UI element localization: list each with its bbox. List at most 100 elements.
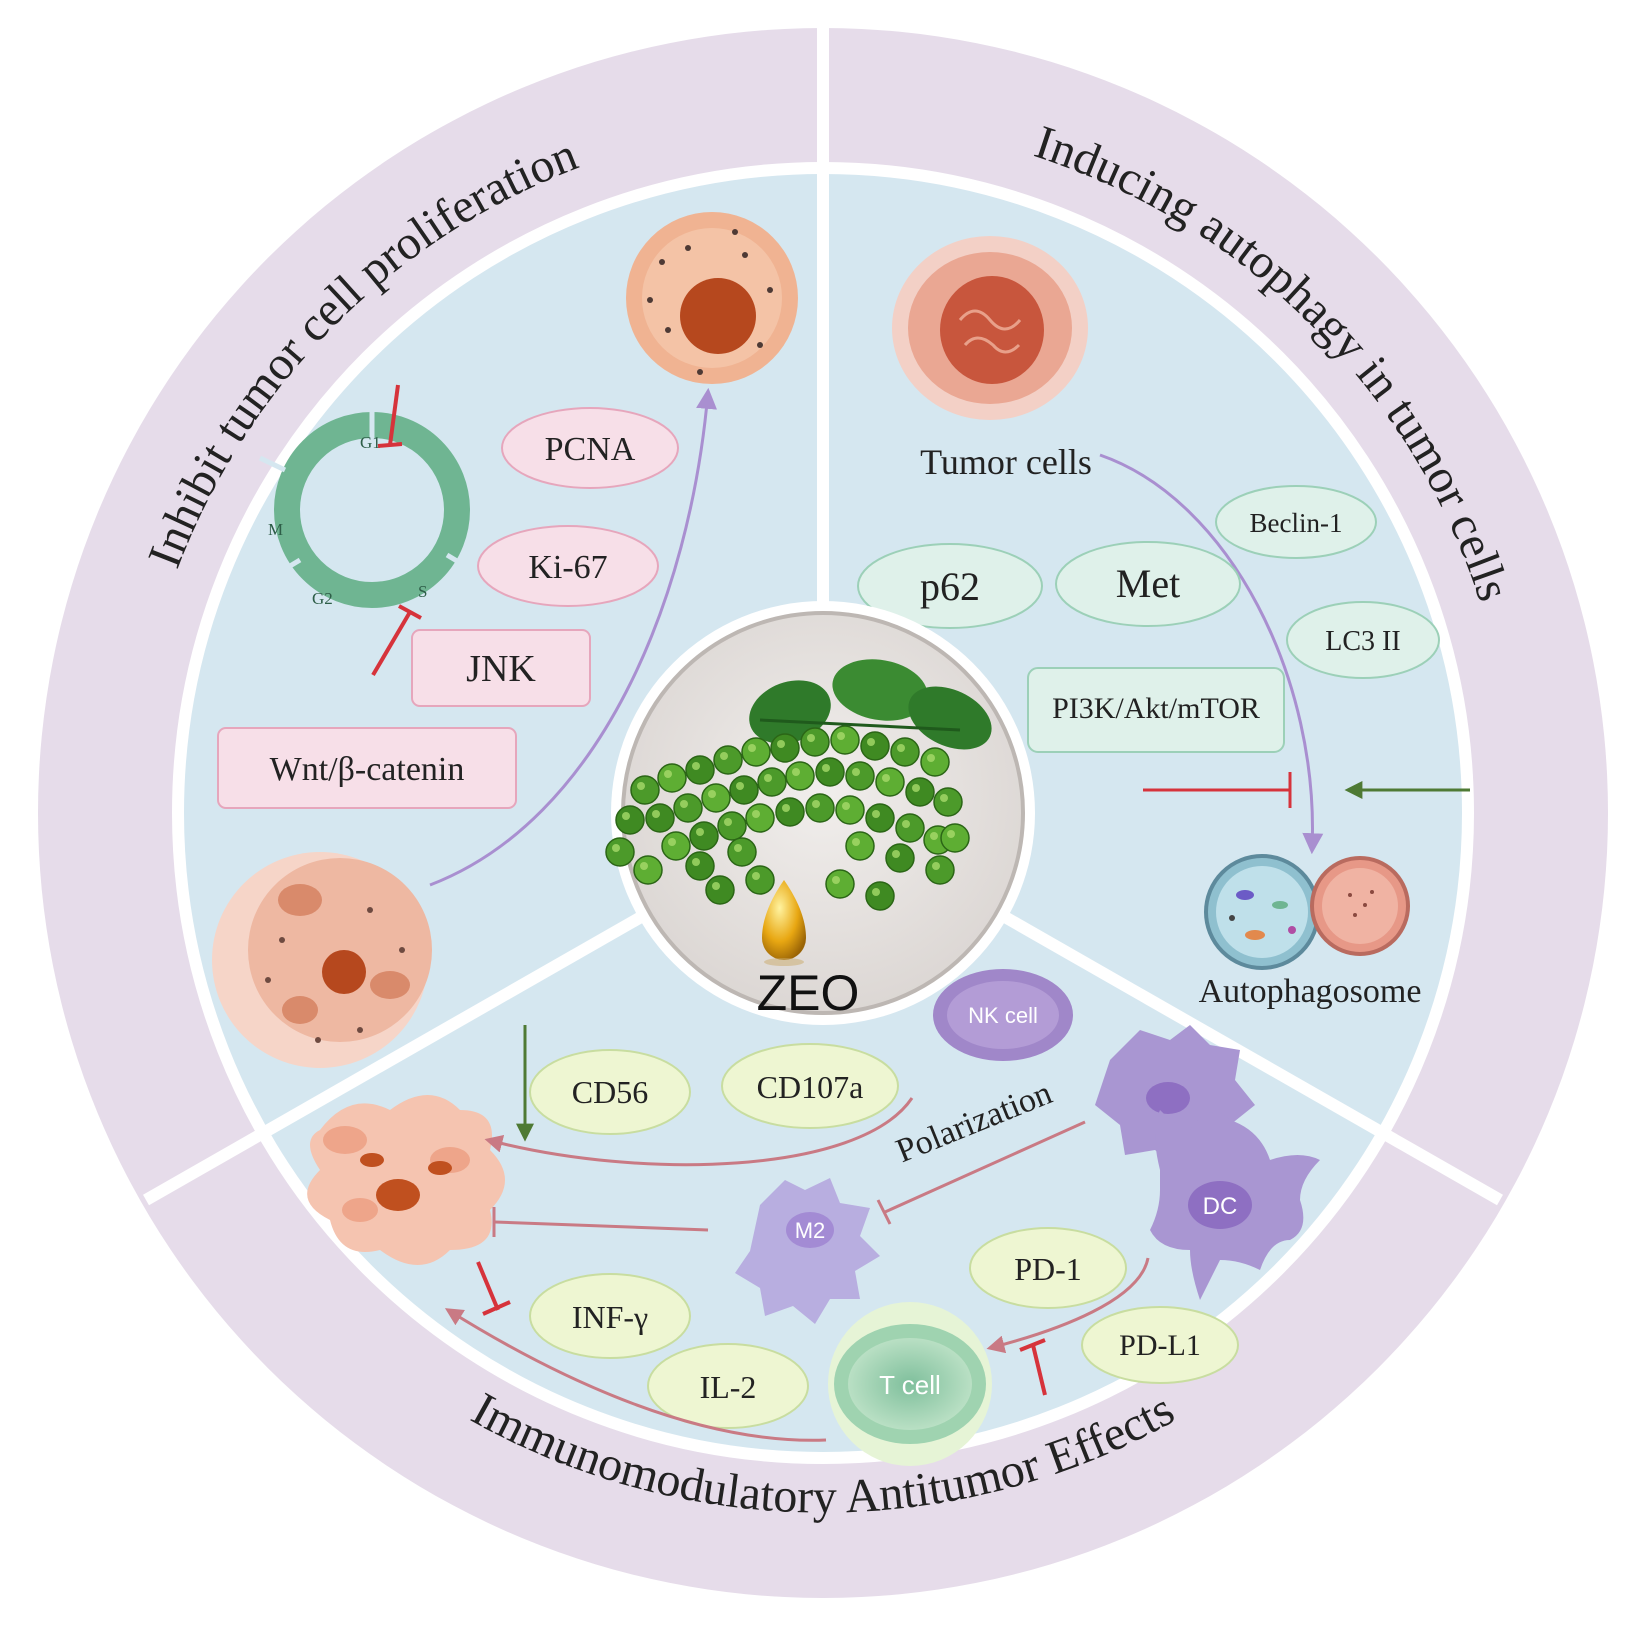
tag-met: Met bbox=[1055, 541, 1241, 627]
autophagy-tumor-cell bbox=[892, 236, 1088, 420]
berry bbox=[815, 757, 845, 787]
berry bbox=[727, 837, 757, 867]
tag-pi3k-akt-mtor: PI3K/Akt/mTOR bbox=[1027, 667, 1285, 753]
berry-highlight bbox=[652, 810, 660, 818]
berry bbox=[925, 855, 955, 885]
berry-highlight bbox=[712, 882, 720, 890]
inner-panel-border bbox=[172, 162, 1474, 1464]
svg-text:p62: p62 bbox=[920, 564, 980, 609]
berry bbox=[845, 831, 875, 861]
center-label-zeo: ZEO bbox=[757, 965, 860, 1021]
tag-pcna: PCNA bbox=[501, 407, 679, 489]
tag-il-2: IL-2 bbox=[647, 1343, 809, 1429]
m2-inhibit-line bbox=[494, 1220, 709, 1232]
berry-highlight bbox=[927, 754, 935, 762]
m2-label: M2 bbox=[795, 1218, 826, 1243]
berry-highlight bbox=[902, 820, 910, 828]
svg-text:LC3 II: LC3 II bbox=[1325, 626, 1400, 657]
berry bbox=[800, 727, 830, 757]
berry bbox=[701, 783, 731, 813]
berry bbox=[661, 831, 691, 861]
berry bbox=[933, 787, 963, 817]
inhibit-tumor-marker bbox=[476, 1261, 511, 1316]
berry-highlight bbox=[782, 804, 790, 812]
berry bbox=[890, 737, 920, 767]
svg-text:JNK: JNK bbox=[466, 648, 536, 690]
tag-lc3-ii: LC3 II bbox=[1286, 601, 1440, 679]
svg-text:IL-2: IL-2 bbox=[700, 1369, 757, 1405]
svg-text:CD56: CD56 bbox=[572, 1074, 648, 1110]
berry bbox=[805, 793, 835, 823]
tag-wnt-beta-catenin: Wnt/β-catenin bbox=[217, 727, 517, 809]
berry-highlight bbox=[867, 738, 875, 746]
berry bbox=[885, 843, 915, 873]
zanthoxylum-berries-icon bbox=[605, 725, 970, 911]
berry-highlight bbox=[696, 828, 704, 836]
svg-text:PD-1: PD-1 bbox=[1014, 1251, 1082, 1287]
berry-highlight bbox=[832, 876, 840, 884]
berry-highlight bbox=[837, 732, 845, 740]
berry bbox=[685, 851, 715, 881]
berry-highlight bbox=[852, 838, 860, 846]
berry bbox=[940, 823, 970, 853]
berry-highlight bbox=[637, 782, 645, 790]
autophagosome-label: Autophagosome bbox=[1199, 973, 1422, 1010]
berry bbox=[645, 803, 675, 833]
tag-beclin-1: Beclin-1 bbox=[1215, 485, 1377, 559]
berry bbox=[865, 803, 895, 833]
polarization-inhibit-bar bbox=[876, 1199, 892, 1225]
svg-text:PD-L1: PD-L1 bbox=[1119, 1329, 1201, 1362]
berry-highlight bbox=[748, 744, 756, 752]
inhibit-arrow-autophagy bbox=[1143, 772, 1292, 808]
berry bbox=[830, 725, 860, 755]
proliferation-flow-arrow bbox=[429, 387, 718, 887]
t-cell: T cell bbox=[828, 1302, 992, 1466]
tag-pd-l1: PD-L1 bbox=[1081, 1306, 1239, 1384]
berry-highlight bbox=[822, 764, 830, 772]
berry bbox=[717, 811, 747, 841]
berry bbox=[705, 875, 735, 905]
berry bbox=[835, 795, 865, 825]
berry-highlight bbox=[752, 810, 760, 818]
berry-highlight bbox=[680, 800, 688, 808]
berry bbox=[673, 793, 703, 823]
polarization-inhibit-line bbox=[884, 1120, 1086, 1214]
tag-jnk: JNK bbox=[411, 629, 591, 707]
svg-text:PI3K/Akt/mTOR: PI3K/Akt/mTOR bbox=[1052, 692, 1260, 725]
svg-text:PCNA: PCNA bbox=[545, 431, 636, 468]
berry bbox=[657, 763, 687, 793]
svg-text:Ki-67: Ki-67 bbox=[528, 549, 607, 586]
berry-highlight bbox=[692, 858, 700, 866]
large-tumor-cell bbox=[212, 852, 432, 1068]
tag-p62: p62 bbox=[857, 543, 1043, 629]
berry-highlight bbox=[612, 844, 620, 852]
phase-label-s: S bbox=[418, 582, 427, 601]
berry bbox=[741, 737, 771, 767]
berry-highlight bbox=[668, 838, 676, 846]
nk-cell-label: NK cell bbox=[968, 1003, 1038, 1028]
berry bbox=[860, 731, 890, 761]
phase-label-g1: G1 bbox=[360, 433, 381, 452]
dendritic-cell: DC bbox=[1150, 1110, 1320, 1300]
dc-to-tcell-arrow bbox=[986, 1257, 1150, 1354]
berry-highlight bbox=[812, 800, 820, 808]
berry-highlight bbox=[892, 850, 900, 858]
tag-inf-gamma: INF-γ bbox=[529, 1273, 691, 1359]
inhibit-pd-l1-marker bbox=[1019, 1338, 1047, 1396]
svg-text:Beclin-1: Beclin-1 bbox=[1250, 508, 1343, 538]
berry bbox=[905, 777, 935, 807]
berry bbox=[630, 775, 660, 805]
svg-text:Wnt/β-catenin: Wnt/β-catenin bbox=[270, 751, 465, 788]
berry-highlight bbox=[640, 862, 648, 870]
berry bbox=[689, 821, 719, 851]
berry-highlight bbox=[807, 734, 815, 742]
tag-ki67: Ki-67 bbox=[477, 525, 659, 607]
berry-highlight bbox=[777, 740, 785, 748]
berry-highlight bbox=[622, 812, 630, 820]
berry bbox=[920, 747, 950, 777]
phase-label-m: M bbox=[268, 520, 283, 539]
phase-label-g2: G2 bbox=[312, 589, 333, 608]
berry bbox=[685, 755, 715, 785]
berry bbox=[895, 813, 925, 843]
